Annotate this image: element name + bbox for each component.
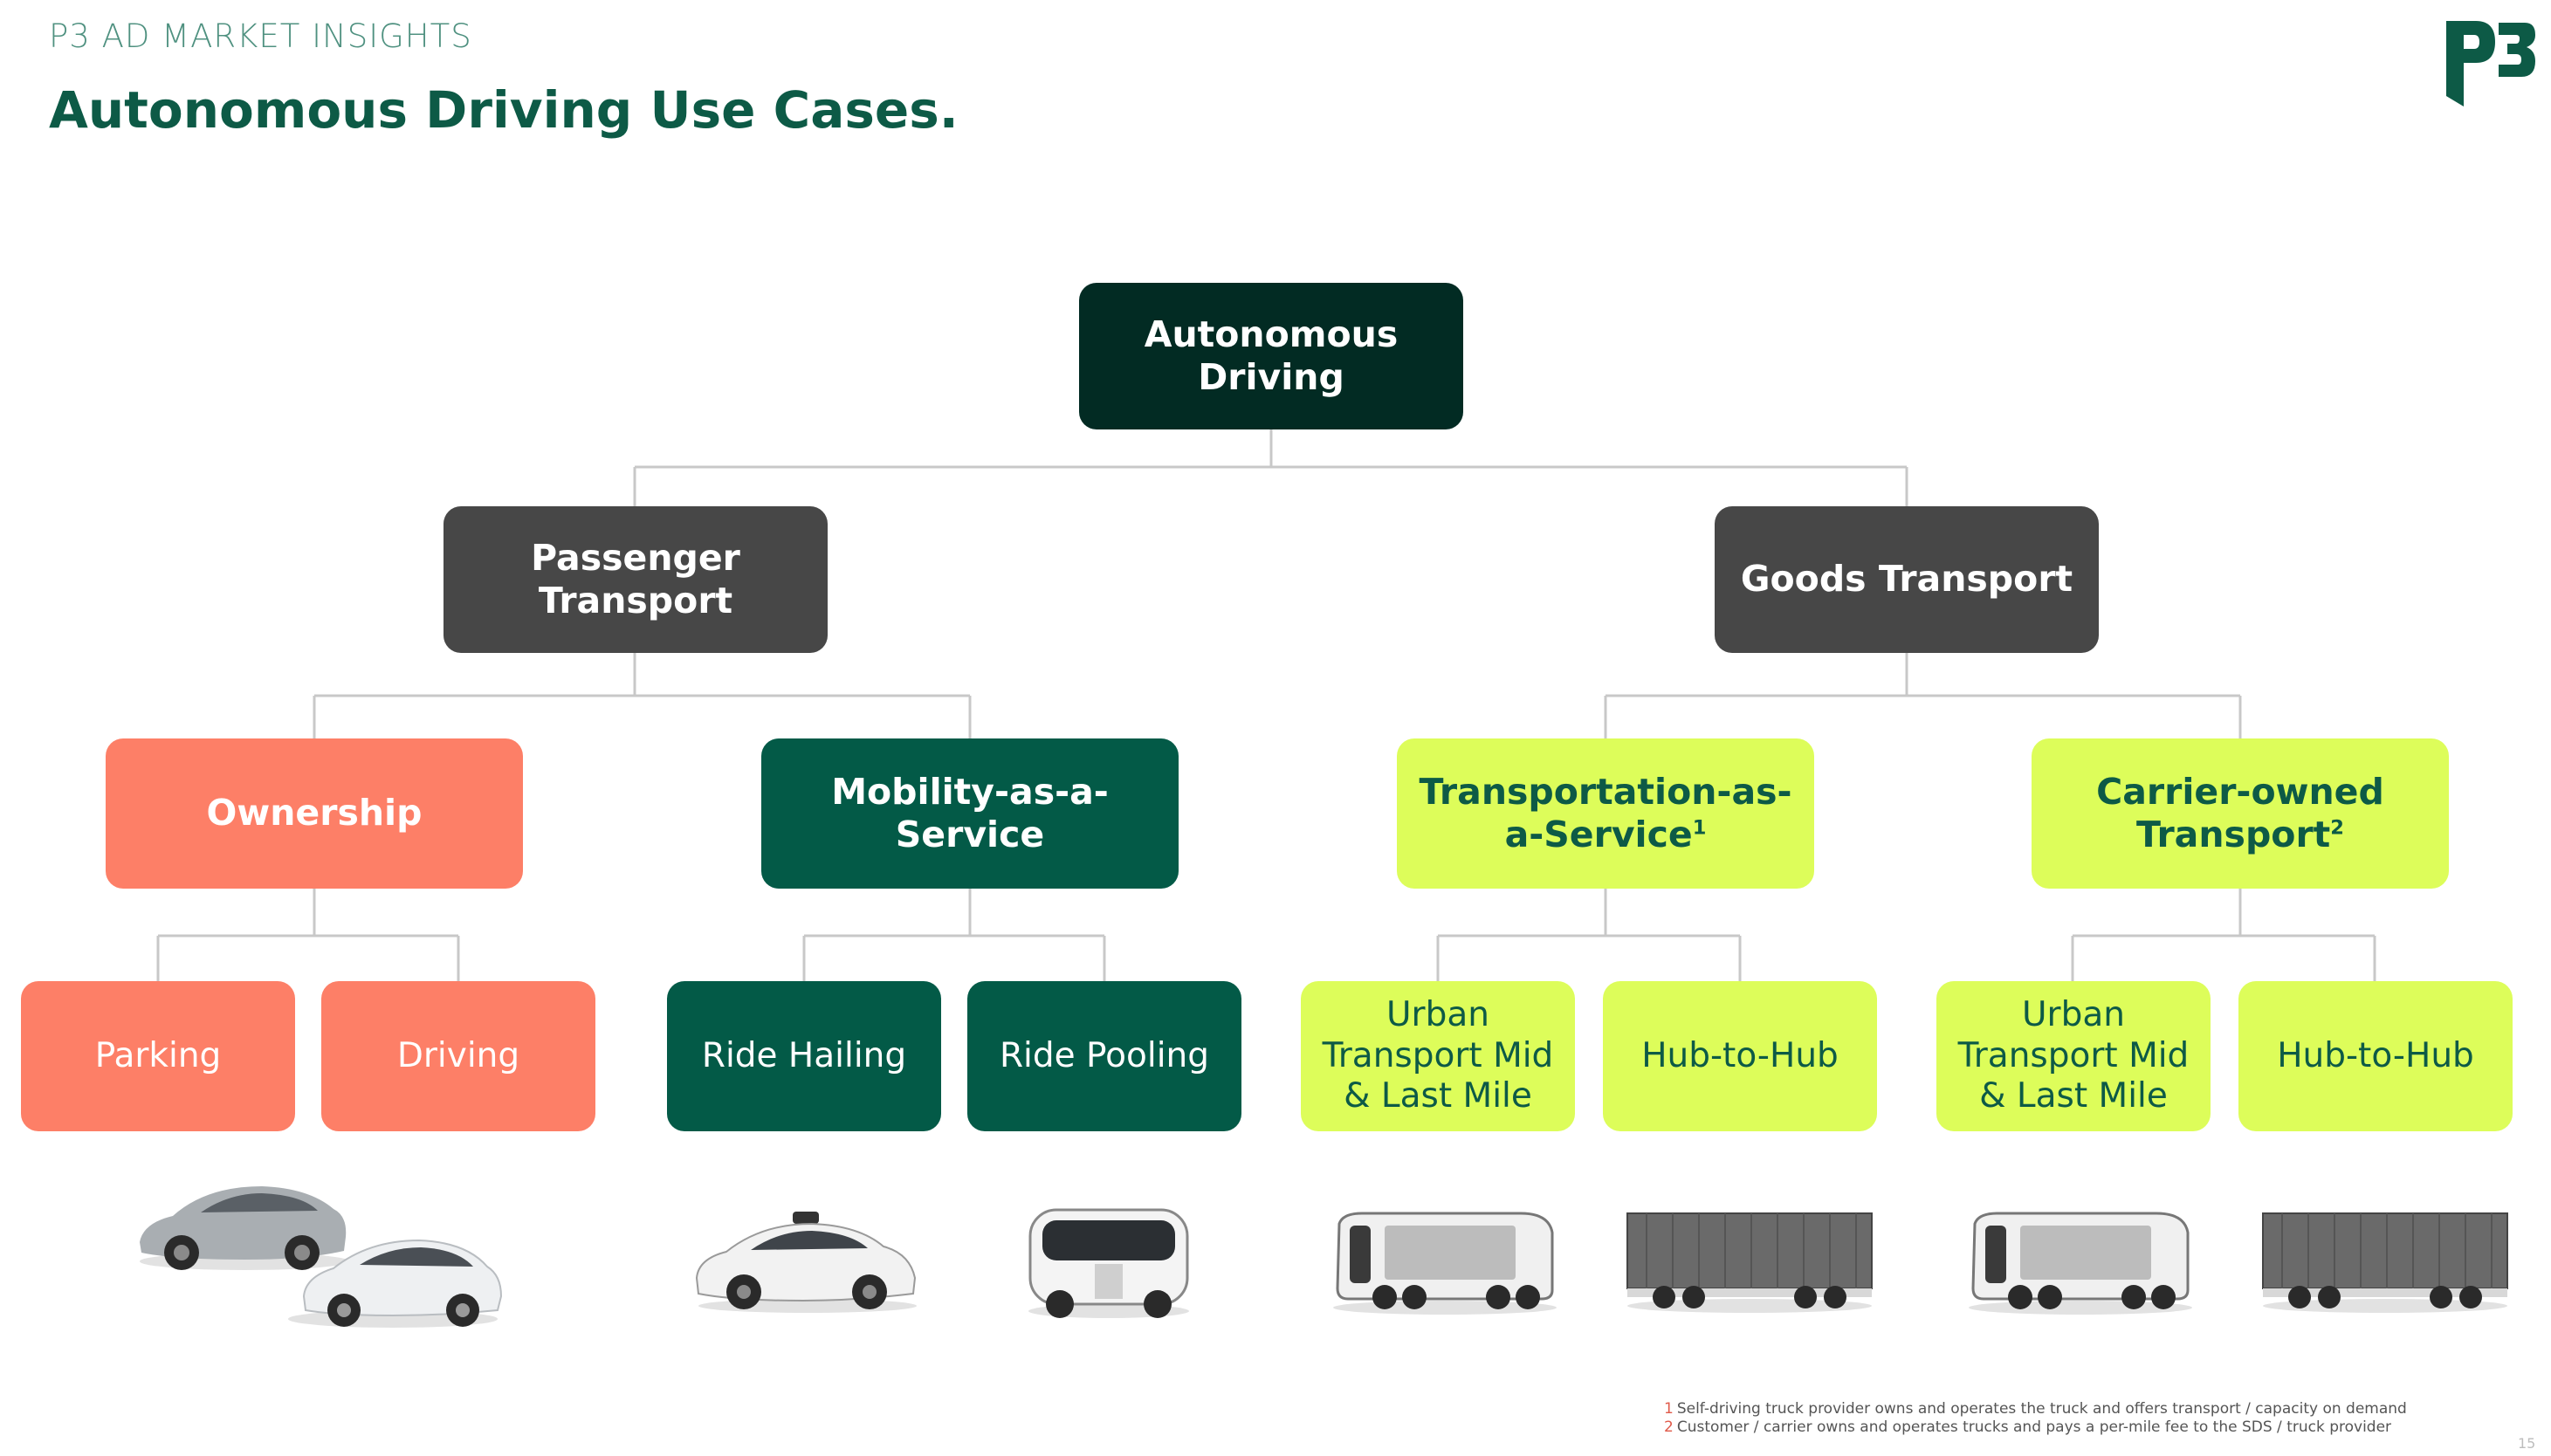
autonomous-truck-icon <box>2262 1212 2508 1313</box>
footnote-mark: 2 <box>1664 1418 1674 1436</box>
leaf-taas-urban-transport: Urban Transport Mid & Last Mile <box>1301 981 1575 1131</box>
node-transportation-as-a-service: Transportation-as-a-Service1 <box>1397 738 1814 889</box>
page-title: Autonomous Driving Use Cases. <box>49 80 959 140</box>
leaf-label: Ride Pooling <box>999 1035 1210 1075</box>
node-label: Transportation-as-a-Service1 <box>1414 771 1797 856</box>
leaf-label: Hub-to-Hub <box>1641 1035 1839 1075</box>
sedan-cars-icon <box>140 1186 503 1328</box>
leaf-label: Parking <box>94 1035 222 1075</box>
node-label-text: Carrier-owned Transport <box>2096 770 2384 855</box>
node-label: Autonomous Driving <box>1144 312 1399 398</box>
autonomous-shuttle-icon <box>1028 1208 1189 1318</box>
leaf-ride-hailing: Ride Hailing <box>667 981 941 1131</box>
node-passenger-transport: Passenger Transport <box>444 506 828 653</box>
node-label: Carrier-owned Transport2 <box>2049 771 2431 856</box>
node-label: Passenger Transport <box>531 536 740 622</box>
robotaxi-suv-icon <box>695 1212 917 1313</box>
node-autonomous-driving: Autonomous Driving <box>1079 283 1463 429</box>
page-number: 15 <box>2518 1435 2536 1452</box>
autonomous-pod-icon <box>1333 1212 1557 1315</box>
autonomous-pod-icon <box>1969 1212 2192 1315</box>
node-mobility-as-a-service: Mobility-as-a-Service <box>761 738 1179 889</box>
autonomous-truck-icon <box>1626 1212 1873 1313</box>
leaf-label: Driving <box>396 1035 520 1075</box>
node-label: Mobility-as-a-Service <box>831 770 1109 855</box>
footnote-text: Customer / carrier owns and operates tru… <box>1676 1418 2392 1436</box>
leaf-parking: Parking <box>21 981 295 1131</box>
leaf-label: Urban Transport Mid & Last Mile <box>1957 994 2190 1116</box>
node-label-text: Transportation-as-a-Service <box>1419 770 1792 855</box>
node-carrier-owned-transport: Carrier-owned Transport2 <box>2032 738 2449 889</box>
node-label: Ownership <box>206 792 423 834</box>
footnote-ref: 2 <box>2330 816 2344 840</box>
leaf-taas-hub-to-hub: Hub-to-Hub <box>1603 981 1877 1131</box>
footnote-text: Self-driving truck provider owns and ope… <box>1676 1400 2407 1418</box>
p3-logo-icon <box>2446 21 2535 106</box>
leaf-label: Urban Transport Mid & Last Mile <box>1322 994 1554 1116</box>
leaf-label: Hub-to-Hub <box>2277 1035 2474 1075</box>
leaf-carrier-urban-transport: Urban Transport Mid & Last Mile <box>1936 981 2211 1131</box>
footnote-ref: 1 <box>1692 816 1707 840</box>
node-goods-transport: Goods Transport <box>1715 506 2099 653</box>
leaf-ride-pooling: Ride Pooling <box>967 981 1241 1131</box>
leaf-driving: Driving <box>321 981 595 1131</box>
leaf-carrier-hub-to-hub: Hub-to-Hub <box>2238 981 2513 1131</box>
node-ownership: Ownership <box>106 738 523 889</box>
footnote-mark: 1 <box>1664 1400 1674 1418</box>
node-label: Goods Transport <box>1740 558 2073 601</box>
leaf-label: Ride Hailing <box>701 1035 907 1075</box>
header-kicker: P3 AD MARKET INSIGHTS <box>49 17 472 55</box>
